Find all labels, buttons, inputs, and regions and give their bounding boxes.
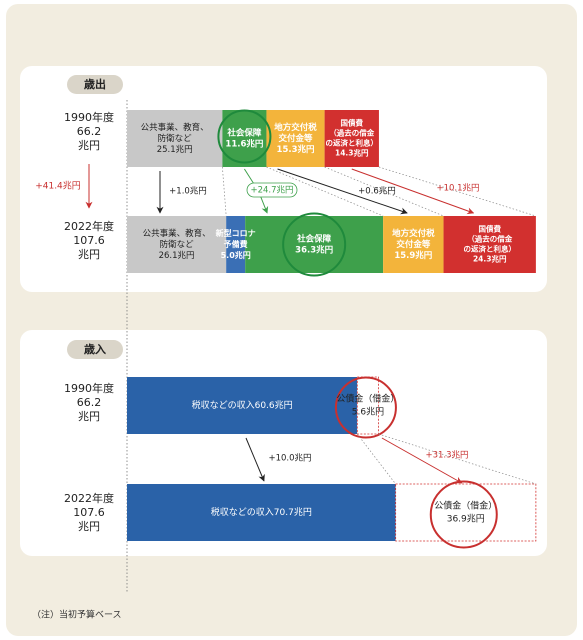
change-label-bond: +31.3兆円 xyxy=(425,450,468,461)
bar-1990-social-label: 11.6兆円 xyxy=(225,139,263,150)
bar-1990-local-label: 地方交付税 xyxy=(274,122,317,133)
bar-2022-public-label: 防衛など xyxy=(160,239,195,250)
bar-1990-tax xyxy=(127,377,358,434)
bar-2022-debt-label: 国債費 xyxy=(478,224,501,234)
bar-2022-public-label: 26.1兆円 xyxy=(159,250,195,261)
expenditure-tag-label: 歳出 xyxy=(84,77,106,91)
bar-1990-bond-label: 5.6兆円 xyxy=(352,407,384,418)
year-label-2022-revenue: 2022年度 xyxy=(64,491,114,505)
bar-2022-social-label: 社会保障 xyxy=(296,234,332,245)
year-label-1990-revenue: 66.2 xyxy=(77,396,102,409)
year-label-1990-expenditure: 兆円 xyxy=(78,139,100,152)
change-arrow-debt xyxy=(351,168,475,215)
expenditure-tag xyxy=(67,75,123,94)
bar-1990-public xyxy=(127,110,223,167)
bar-2022-public xyxy=(127,216,227,273)
change-arrow-tax xyxy=(245,437,265,482)
connector-social xyxy=(266,166,384,217)
bar-2022-corona-label: 予備費 xyxy=(224,239,248,249)
bar-2022-local-label: 15.9兆円 xyxy=(394,250,432,261)
total-change-label: +41.4兆円 xyxy=(35,181,81,192)
bar-2022-tax xyxy=(127,484,396,541)
bar-2022-debt-label: の返済と利息） xyxy=(463,244,516,254)
bar-2022-corona-label: 5.0兆円 xyxy=(221,250,251,260)
bar-1990-debt-label: （過去の借金 xyxy=(329,128,374,138)
change-label-tax: +10.0兆円 xyxy=(268,453,311,464)
change-label-debt: +10.1兆円 xyxy=(436,183,479,194)
bar-1990-local-label: 交付金等 xyxy=(279,133,314,144)
year-label-2022-expenditure: 2022年度 xyxy=(64,219,114,233)
bar-2022-tax-label: 税収などの収入70.7兆円 xyxy=(211,506,312,518)
connector-bond xyxy=(378,433,536,485)
bar-1990-social-label: 社会保障 xyxy=(226,128,262,139)
bar-1990-debt-label: の返済と利息） xyxy=(326,138,379,148)
bar-2022-local-label: 交付金等 xyxy=(396,239,431,250)
year-label-2022-revenue: 107.6 xyxy=(73,506,105,519)
footnote: （注）当初予算ベース xyxy=(32,609,122,621)
bar-2022-corona-label: 新型コロナ xyxy=(216,228,256,238)
connector-tax xyxy=(357,433,396,485)
highlight-circle-social-1990 xyxy=(217,109,272,164)
bar-1990-tax-label: 税収などの収入60.6兆円 xyxy=(192,399,293,411)
bar-2022-local xyxy=(383,216,444,273)
change-label-public: +1.0兆円 xyxy=(169,186,207,197)
bar-2022-debt-label: 24.3兆円 xyxy=(473,254,507,264)
revenue-tag-label: 歳入 xyxy=(84,342,106,356)
year-label-2022-expenditure: 兆円 xyxy=(78,248,100,261)
bar-1990-public-label: 25.1兆円 xyxy=(157,144,193,155)
bar-1990-public-label: 防衛など xyxy=(158,133,193,144)
year-label-1990-revenue: 兆円 xyxy=(78,410,100,423)
highlight-circle-bond-1990 xyxy=(334,376,397,439)
bar-2022-bond-label: 公債金（借金） xyxy=(434,500,497,512)
year-label-1990-expenditure: 66.2 xyxy=(77,125,102,138)
highlight-circle-social-2022 xyxy=(282,212,347,277)
bar-1990-debt-label: 国債費 xyxy=(341,118,364,128)
bar-2022-social-label: 36.3兆円 xyxy=(295,245,333,256)
change-label-social: +24.7兆円 xyxy=(250,185,293,196)
highlight-circle-bond-2022 xyxy=(429,480,498,549)
bar-2022-bond-label: 36.9兆円 xyxy=(447,514,485,525)
bar-1990-debt-label: 14.3兆円 xyxy=(335,148,369,158)
year-label-2022-expenditure: 107.6 xyxy=(73,234,105,247)
year-label-2022-revenue: 兆円 xyxy=(78,520,100,533)
bar-1990-bond xyxy=(356,376,379,435)
change-arrow-local xyxy=(277,168,408,215)
year-label-1990-expenditure: 1990年度 xyxy=(64,110,114,124)
connector-public xyxy=(222,166,227,217)
bar-2022-corona xyxy=(226,216,246,273)
bar-2022-debt-label: （過去の借金 xyxy=(467,234,512,244)
bar-2022-debt xyxy=(443,216,536,273)
bar-2022-social xyxy=(245,216,384,273)
connector-debt xyxy=(378,166,536,217)
year-label-1990-revenue: 1990年度 xyxy=(64,381,114,395)
change-arrow-bond xyxy=(381,437,463,484)
bar-2022-bond xyxy=(395,483,537,542)
bar-1990-bond-label: 公債金（借金） xyxy=(336,393,399,405)
bar-1990-debt xyxy=(324,110,379,167)
bar-2022-public-label: 公共事業、教育、 xyxy=(143,228,211,239)
change-label-local: +0.6兆円 xyxy=(358,186,396,197)
bar-1990-public-label: 公共事業、教育、 xyxy=(141,122,209,133)
bar-2022-local-label: 地方交付税 xyxy=(392,228,435,239)
bar-1990-local xyxy=(266,110,325,167)
change-pill-social xyxy=(246,182,298,198)
connector-local xyxy=(324,166,444,217)
bar-1990-local-label: 15.3兆円 xyxy=(277,144,315,155)
revenue-tag xyxy=(67,340,123,359)
